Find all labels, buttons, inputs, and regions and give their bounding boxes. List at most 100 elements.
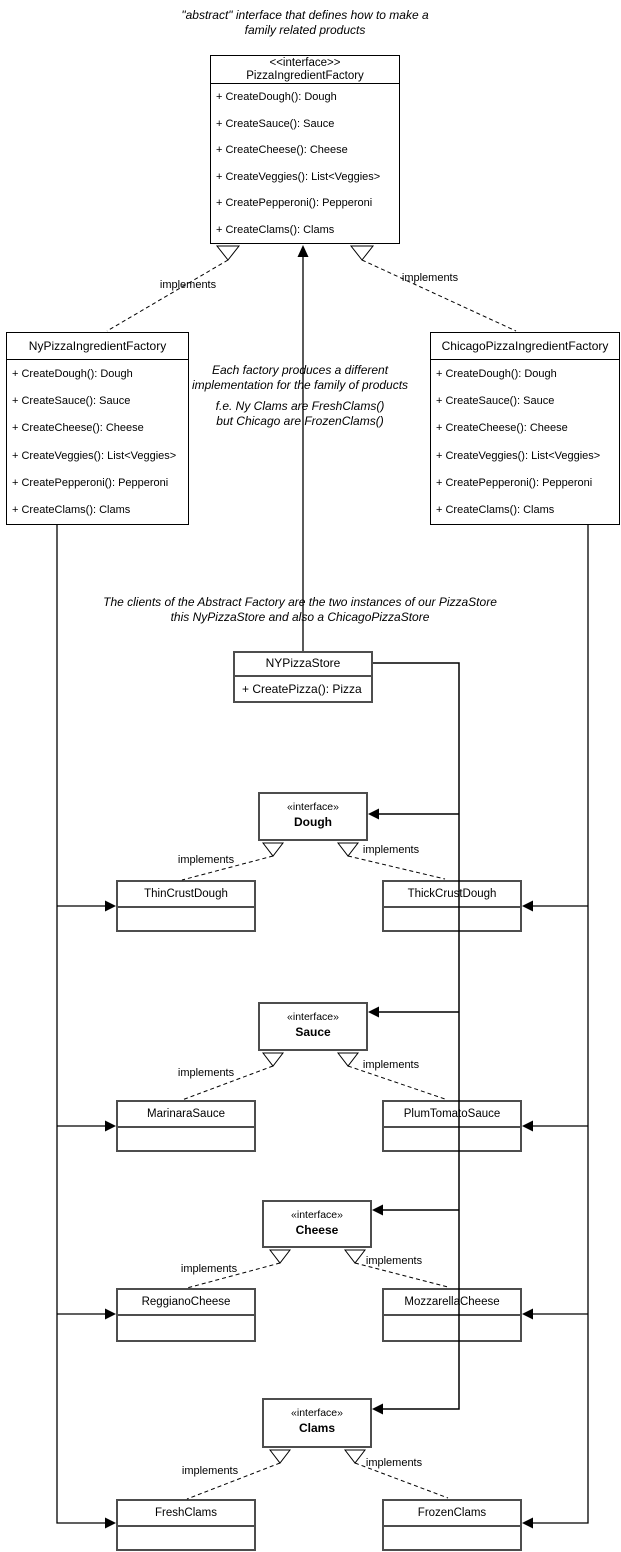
note-line: but Chicago are FrozenClams() — [216, 413, 384, 428]
product-box-thin-crust-dough[interactable]: ThinCrustDough — [116, 880, 256, 932]
product-box-frozen-clams[interactable]: FrozenClams — [382, 1499, 522, 1551]
note-line: f.e. Ny Clams are FreshClams() — [215, 399, 385, 413]
hollow-triangle-icon — [261, 842, 285, 857]
filled-arrowhead-icon — [522, 1517, 533, 1529]
empty-compartment — [384, 1527, 520, 1549]
interface-box-clams[interactable]: «interface» Clams — [262, 1398, 372, 1448]
interface-box-cheese[interactable]: «interface» Cheese — [262, 1200, 372, 1248]
product-name: MozzarellaCheese — [384, 1290, 520, 1316]
implements-label: implements — [180, 1263, 238, 1275]
class-header: <<interface>> PizzaIngredientFactory — [211, 56, 399, 84]
filled-arrowhead-icon — [368, 1006, 379, 1018]
implements-label: implements — [401, 272, 459, 284]
method: + CreateSauce(): Sauce — [216, 117, 335, 130]
note-line: this NyPizzaStore and also a ChicagoPizz… — [170, 609, 430, 624]
note-line: Each factory produces a different — [211, 363, 389, 377]
method: + CreateCheese(): Cheese — [436, 422, 568, 435]
product-box-mozzarella-cheese[interactable]: MozzarellaCheese — [382, 1288, 522, 1342]
hollow-triangle-icon — [268, 1249, 292, 1264]
product-name: ThickCrustDough — [384, 882, 520, 908]
interface-box-sauce[interactable]: «interface» Sauce — [258, 1002, 368, 1051]
product-name: PlumTomatoSauce — [384, 1102, 520, 1128]
class-box-pizza-ingredient-factory[interactable]: <<interface>> PizzaIngredientFactory + C… — [210, 55, 400, 244]
methods-compartment: + CreateDough(): Dough + CreateSauce(): … — [211, 84, 399, 243]
methods-compartment: + CreateDough(): Dough + CreateSauce(): … — [7, 360, 188, 524]
method: + CreateDough(): Dough — [436, 367, 557, 380]
stereotype-label: «interface» — [291, 1407, 343, 1419]
stereotype-label: «interface» — [291, 1209, 343, 1221]
implements-label: implements — [181, 1465, 239, 1477]
methods-compartment: + CreateDough(): Dough + CreateSauce(): … — [431, 360, 619, 524]
empty-compartment — [384, 908, 520, 930]
class-name: ChicagoPizzaIngredientFactory — [431, 333, 619, 360]
note-line: family related products — [244, 22, 366, 37]
interface-name: Sauce — [295, 1025, 331, 1039]
hollow-triangle-icon — [349, 245, 375, 261]
method: + CreateDough(): Dough — [12, 367, 133, 380]
product-name: FreshClams — [118, 1501, 254, 1527]
implements-label: implements — [365, 1457, 423, 1469]
class-box-ny-pizza-ingredient-factory[interactable]: NyPizzaIngredientFactory + CreateDough()… — [6, 332, 189, 525]
product-box-plum-tomato-sauce[interactable]: PlumTomatoSauce — [382, 1100, 522, 1152]
hollow-triangle-icon — [261, 1052, 285, 1067]
product-box-reggiano-cheese[interactable]: ReggianoCheese — [116, 1288, 256, 1342]
product-box-fresh-clams[interactable]: FreshClams — [116, 1499, 256, 1551]
implements-label: implements — [159, 279, 217, 291]
class-box-chicago-pizza-ingredient-factory[interactable]: ChicagoPizzaIngredientFactory + CreateDo… — [430, 332, 620, 525]
note-line: implementation for the family of product… — [191, 377, 409, 392]
product-name: ThinCrustDough — [118, 882, 254, 908]
note-factory-implementations: Each factory produces a different implem… — [192, 363, 408, 428]
interface-name: Clams — [298, 1421, 336, 1435]
filled-arrowhead-icon — [522, 1120, 533, 1132]
connector-nyfactory-to-products — [56, 525, 105, 1524]
note-clients: The clients of the Abstract Factory are … — [103, 595, 497, 624]
class-box-ny-pizza-store[interactable]: NYPizzaStore + CreatePizza(): Pizza — [233, 651, 373, 703]
filled-arrowhead-icon — [372, 1403, 383, 1415]
note-line: "abstract" interface that defines how to… — [181, 8, 429, 22]
stereotype-label: «interface» — [287, 801, 339, 813]
filled-arrowhead-icon — [105, 1120, 116, 1132]
filled-arrowhead-icon — [105, 900, 116, 912]
filled-arrowhead-icon — [368, 808, 379, 820]
method: + CreatePepperoni(): Pepperoni — [216, 197, 373, 210]
method: + CreateClams(): Clams — [12, 504, 131, 517]
method: + CreateCheese(): Cheese — [12, 422, 144, 435]
empty-compartment — [118, 908, 254, 930]
implements-label: implements — [365, 1255, 423, 1267]
realization-chicagofactory — [361, 259, 517, 332]
note-line: The clients of the Abstract Factory are … — [103, 595, 497, 609]
empty-compartment — [118, 1316, 254, 1338]
empty-compartment — [384, 1316, 520, 1338]
interface-name: Dough — [294, 815, 332, 829]
class-name: NyPizzaIngredientFactory — [7, 333, 188, 360]
method: + CreateClams(): Clams — [216, 223, 335, 236]
method: + CreateCheese(): Cheese — [216, 144, 348, 157]
stereotype-label: «interface» — [287, 1011, 339, 1023]
method: + CreateClams(): Clams — [436, 504, 555, 517]
implements-label: implements — [362, 844, 420, 856]
product-box-thick-crust-dough[interactable]: ThickCrustDough — [382, 880, 522, 932]
filled-arrowhead-icon — [522, 900, 533, 912]
hollow-triangle-icon — [343, 1249, 367, 1264]
hollow-triangle-icon — [215, 245, 241, 261]
connector-chicagofactory-to-products — [533, 525, 589, 1524]
filled-arrowhead-icon — [297, 245, 309, 257]
product-name: FrozenClams — [384, 1501, 520, 1527]
hollow-triangle-icon — [336, 1052, 360, 1067]
implements-label: implements — [177, 854, 235, 866]
note-abstract-interface: "abstract" interface that defines how to… — [181, 8, 428, 37]
method: + CreateVeggies(): List<Veggies> — [12, 449, 177, 462]
method: + CreateDough(): Dough — [216, 91, 337, 104]
class-name: NYPizzaStore — [235, 653, 371, 677]
realization-nyfactory — [106, 259, 229, 332]
product-box-marinara-sauce[interactable]: MarinaraSauce — [116, 1100, 256, 1152]
method: + CreatePepperoni(): Pepperoni — [436, 476, 593, 489]
method: + CreatePepperoni(): Pepperoni — [12, 476, 169, 489]
interface-box-dough[interactable]: «interface» Dough — [258, 792, 368, 841]
method: + CreateVeggies(): List<Veggies> — [216, 170, 381, 183]
filled-arrowhead-icon — [105, 1308, 116, 1320]
method: + CreateVeggies(): List<Veggies> — [436, 449, 601, 462]
empty-compartment — [118, 1527, 254, 1549]
empty-compartment — [384, 1128, 520, 1150]
